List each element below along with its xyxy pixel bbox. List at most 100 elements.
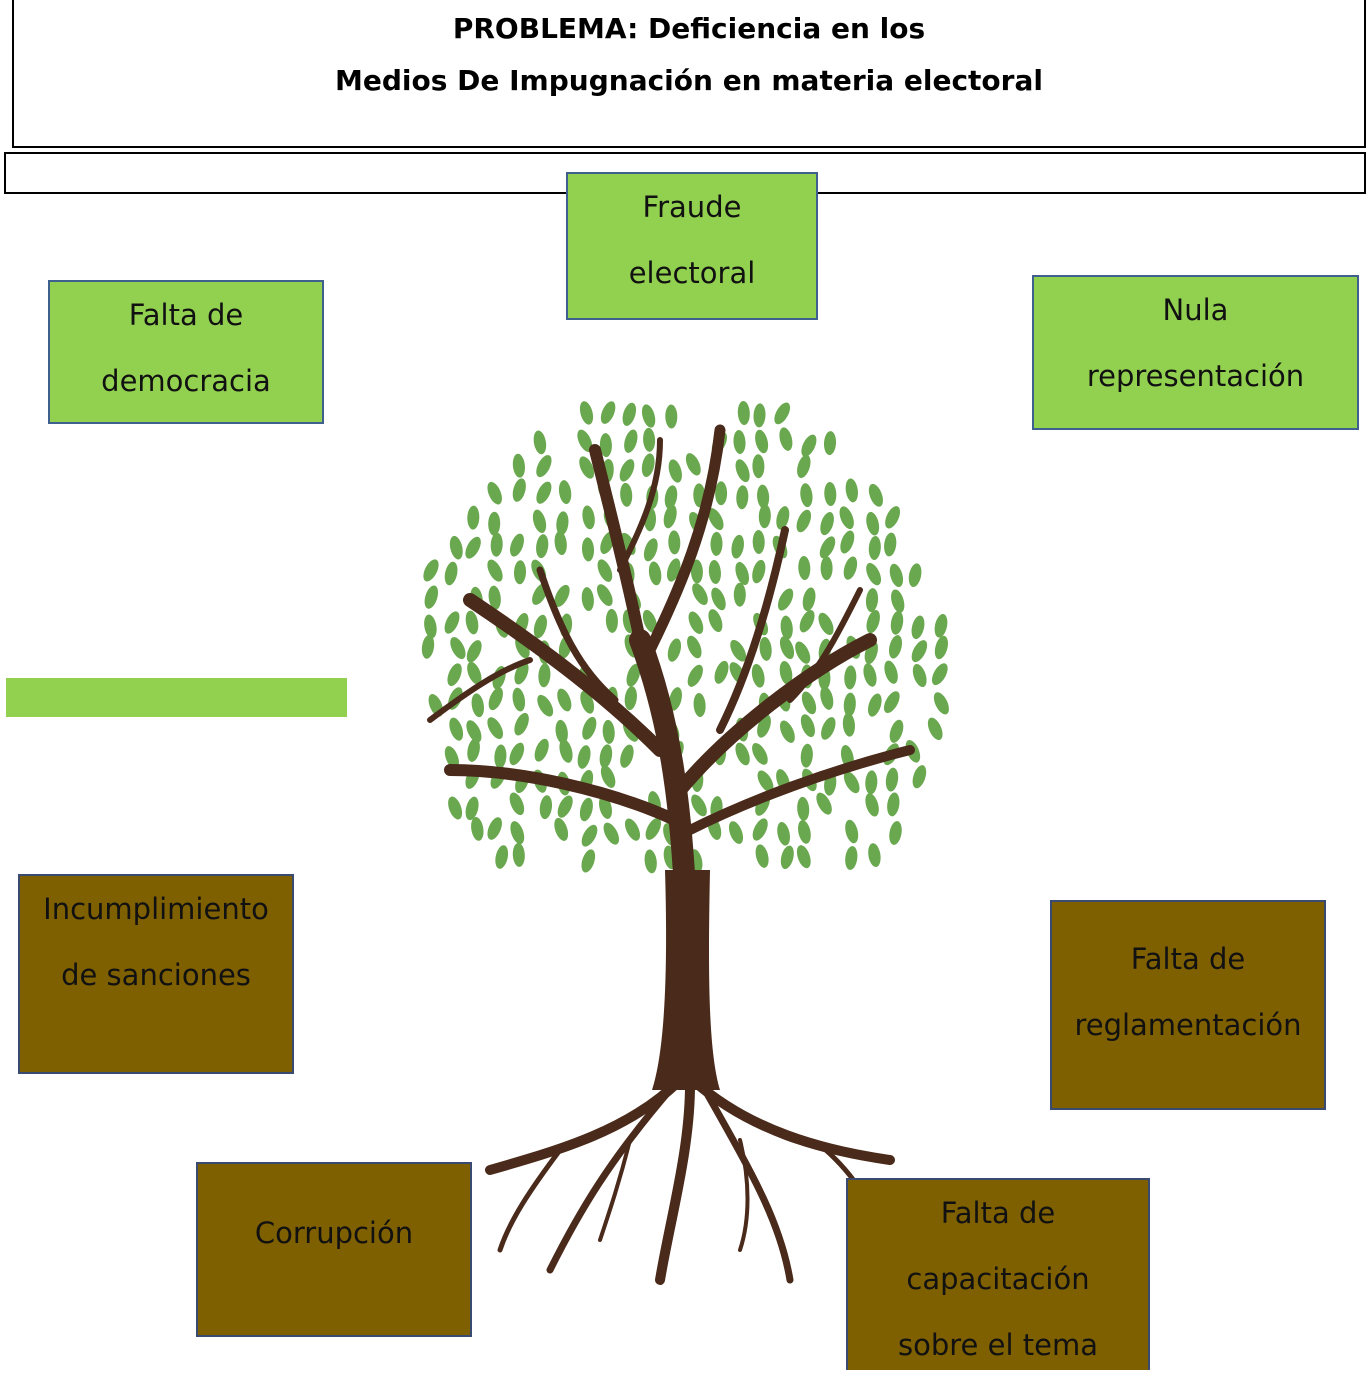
- leaf: [466, 640, 482, 663]
- leaf: [620, 482, 633, 507]
- leaf: [731, 534, 744, 559]
- leaf: [824, 482, 837, 506]
- leaf: [510, 533, 524, 557]
- leaf: [692, 583, 708, 605]
- leaf: [777, 588, 794, 611]
- leaf: [774, 402, 791, 425]
- leaf: [512, 842, 525, 867]
- leaf: [891, 589, 905, 613]
- leaf: [471, 817, 484, 841]
- leaf: [755, 844, 769, 868]
- leaf: [868, 843, 881, 867]
- cause-label-line-1: Falta de: [1130, 942, 1246, 976]
- leaf: [667, 638, 682, 662]
- leaf: [554, 584, 570, 607]
- leaf: [533, 614, 547, 639]
- effect-box-representacion: Nula representación: [1032, 275, 1359, 430]
- leaf: [487, 481, 502, 505]
- tree-leaves: [421, 401, 949, 874]
- effect-label-line-2: representación: [1086, 359, 1305, 393]
- cause-label-line-2: reglamentación: [1074, 1008, 1302, 1042]
- leaf: [866, 609, 880, 634]
- leaf: [735, 561, 750, 586]
- leaf: [842, 712, 855, 737]
- leaf: [539, 795, 553, 820]
- leaf: [582, 716, 597, 740]
- leaf: [753, 403, 766, 428]
- leaf: [912, 765, 927, 789]
- cause-box-reglamentacion: Falta de reglamentación: [1050, 900, 1326, 1110]
- leaf: [779, 427, 793, 451]
- leaf: [800, 743, 813, 768]
- leaf: [735, 742, 750, 766]
- leaf: [533, 430, 547, 455]
- leaf: [444, 611, 460, 634]
- leaf: [820, 556, 833, 581]
- tree-roots: [485, 1075, 895, 1285]
- leaf: [450, 637, 466, 660]
- leaf: [843, 556, 858, 580]
- leaf: [691, 794, 707, 817]
- effect-label-line-1: Falta de: [128, 298, 244, 332]
- leaf: [934, 635, 948, 660]
- leaf: [883, 691, 900, 713]
- leaf: [467, 738, 480, 762]
- effect-box-democracia: Falta de democracia: [48, 280, 324, 424]
- leaf: [554, 531, 567, 556]
- leaf: [466, 720, 482, 743]
- cause-label-line-1: Incumplimiento: [43, 892, 269, 926]
- leaf: [495, 845, 509, 869]
- leaf: [733, 430, 746, 454]
- leaf: [779, 636, 795, 660]
- leaf: [884, 660, 898, 684]
- leaf: [447, 663, 462, 687]
- leaf: [488, 511, 501, 536]
- leaf: [577, 429, 593, 452]
- leaf: [799, 610, 815, 633]
- leaf: [752, 818, 768, 841]
- leaf: [664, 485, 678, 510]
- leaf: [796, 509, 812, 533]
- cause-label-line-2: de sanciones: [61, 958, 251, 992]
- leaf: [796, 845, 811, 869]
- leaf: [839, 506, 854, 530]
- leaf: [624, 818, 641, 841]
- leaf: [711, 587, 726, 611]
- tree-trunk: [652, 870, 720, 1090]
- leaf: [845, 819, 859, 844]
- leaf: [802, 587, 816, 612]
- leaf: [780, 615, 793, 640]
- leaf: [666, 558, 681, 582]
- leaf: [845, 846, 858, 870]
- leaf: [865, 770, 878, 795]
- leaf: [687, 635, 702, 659]
- leaf: [795, 641, 811, 664]
- leaf: [555, 719, 568, 744]
- leaf: [728, 821, 744, 845]
- leaf: [798, 820, 811, 844]
- leaf: [534, 738, 549, 762]
- leaf: [554, 817, 569, 841]
- cause-box-capacitacion: Falta de capacitación sobre el tema: [846, 1178, 1150, 1370]
- leaf: [800, 483, 813, 508]
- leaf: [494, 744, 507, 769]
- effect-label-line-2: democracia: [101, 364, 271, 398]
- leaf: [779, 720, 795, 743]
- effect-label-line-1: Nula: [1162, 293, 1229, 327]
- leaf: [708, 609, 723, 633]
- leaf: [752, 454, 765, 479]
- leaf: [843, 771, 860, 794]
- leaf: [865, 793, 879, 817]
- leaf: [845, 478, 858, 503]
- leaf: [820, 512, 834, 536]
- leaf: [759, 636, 772, 661]
- leaf: [600, 401, 616, 424]
- leaf: [509, 792, 525, 816]
- leaf: [801, 691, 817, 715]
- leaf: [708, 560, 721, 584]
- effect-label-line-2: electoral: [628, 256, 756, 290]
- leaf: [490, 532, 503, 557]
- leaf: [757, 770, 774, 793]
- leaf: [776, 506, 790, 530]
- green-bar: [6, 678, 347, 717]
